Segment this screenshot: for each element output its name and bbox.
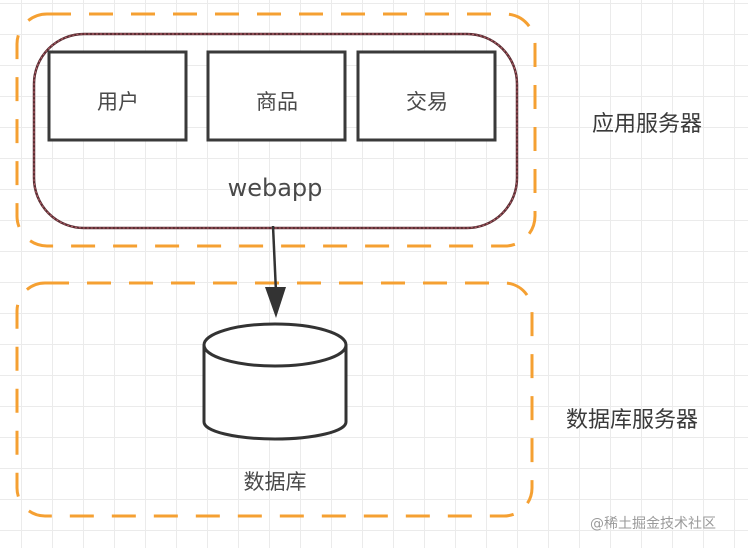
database-label: 数据库 [243, 470, 307, 494]
webapp-container-highlight [33, 33, 518, 229]
webapp-label: webapp [227, 174, 323, 202]
module-box-transactions[interactable] [356, 50, 497, 142]
database-cylinder-icon[interactable] [202, 322, 348, 441]
module-label-transactions: 交易 [406, 90, 448, 114]
app-server-label: 应用服务器 [592, 112, 703, 137]
connector-line [271, 225, 278, 293]
db-server-label: 数据库服务器 [566, 408, 699, 433]
app-server-group[interactable] [15, 12, 537, 248]
arrowhead-icon [265, 287, 286, 318]
watermark: @稀土掘金技术社区 [590, 516, 716, 532]
module-box-products[interactable] [206, 50, 347, 142]
module-box-users[interactable] [47, 50, 188, 142]
module-label-products: 商品 [256, 90, 298, 114]
module-label-users: 用户 [97, 90, 139, 114]
